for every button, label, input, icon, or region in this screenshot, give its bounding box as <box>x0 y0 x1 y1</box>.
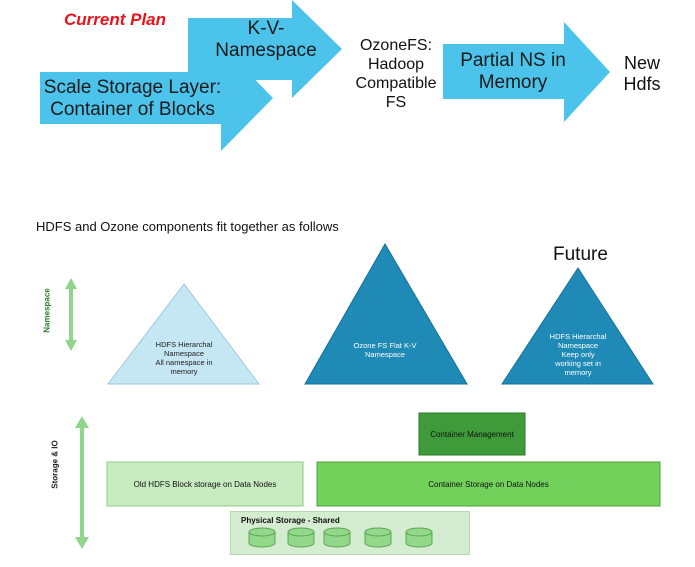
step-ozonefs-line3: Compatible <box>355 75 437 92</box>
step-ozonefs-label: OzoneFS: Hadoop Compatible FS <box>346 36 446 112</box>
container-storage-box <box>316 461 661 507</box>
tri3-line2: Namespace <box>557 341 599 350</box>
namespace-axis-arrow <box>65 278 77 351</box>
plan-title: Current Plan <box>64 10 167 29</box>
future-label: Future <box>553 244 608 265</box>
storage-axis-arrow <box>75 416 89 549</box>
tri2-line1: Ozone FS Flat K-V <box>353 341 417 350</box>
step-storage-line2: Container of Blocks <box>50 99 215 120</box>
step-partial-ns-label: Partial NS in Memory <box>448 50 578 94</box>
step-new-hdfs-label: New Hdfs <box>612 53 672 95</box>
storage-axis-label: Storage & IO <box>50 440 60 489</box>
step-namespace-line1: K-V- <box>247 18 285 39</box>
triangle-ozone-flat <box>304 243 468 385</box>
disk-cylinder-icon <box>248 527 276 548</box>
step-partial-ns-line2: Memory <box>478 72 548 93</box>
step-ozonefs-line4: FS <box>385 94 407 111</box>
tri3-line3: Keep only <box>561 350 595 359</box>
physical-storage-label: Physical Storage - Shared <box>241 516 340 525</box>
triangle-hdfs-hierarchal <box>106 283 260 385</box>
tri1-line3: All namespace in <box>155 358 213 367</box>
step-storage-label: Scale Storage Layer: Container of Blocks <box>40 77 225 121</box>
namespace-axis-label: Namespace <box>42 288 52 333</box>
disk-cylinder-icon <box>323 527 351 548</box>
tri2-line2: Namespace <box>364 350 406 359</box>
step-arrow-storage <box>40 45 273 151</box>
step-partial-ns-line1: Partial NS in <box>460 50 566 71</box>
triangle-hdfs-future <box>501 267 654 385</box>
step-new-hdfs-line2: Hdfs <box>623 74 661 94</box>
step-arrow-namespace <box>188 0 342 98</box>
old-block-storage-label: Old HDFS Block storage on Data Nodes <box>133 479 277 489</box>
step-namespace-label: K-V- Namespace <box>200 18 332 62</box>
step-ozonefs-line2: Hadoop <box>367 56 425 73</box>
triangle-ozone-flat-label: Ozone FS Flat K-V Namespace <box>330 341 440 359</box>
tri3-line4: working set in <box>555 359 601 368</box>
step-new-hdfs-line1: New <box>623 53 660 73</box>
components-heading: HDFS and Ozone components fit together a… <box>36 219 339 234</box>
tri3-line5: memory <box>564 368 592 377</box>
tri3-line1: HDFS Hierarchal <box>549 332 607 341</box>
step-arrow-partial-ns <box>443 22 610 122</box>
container-management-box <box>418 412 526 456</box>
container-management-label: Container Management <box>430 429 514 439</box>
tri1-line4: memory <box>170 367 198 376</box>
step-storage-line1: Scale Storage Layer: <box>43 77 222 98</box>
tri1-line1: HDFS Hierarchal <box>155 340 213 349</box>
disk-cylinder-icon <box>405 527 433 548</box>
step-ozonefs-line1: OzoneFS: <box>359 37 433 54</box>
triangle-hdfs-hierarchal-label: HDFS Hierarchal Namespace All namespace … <box>134 340 234 376</box>
step-namespace-line2: Namespace <box>215 40 317 61</box>
container-storage-label: Container Storage on Data Nodes <box>428 479 549 489</box>
triangle-hdfs-future-label: HDFS Hierarchal Namespace Keep only work… <box>528 332 628 377</box>
disk-cylinder-icon <box>364 527 392 548</box>
old-block-storage-box <box>106 461 304 507</box>
tri1-line2: Namespace <box>163 349 205 358</box>
disk-cylinder-icon <box>287 527 315 548</box>
